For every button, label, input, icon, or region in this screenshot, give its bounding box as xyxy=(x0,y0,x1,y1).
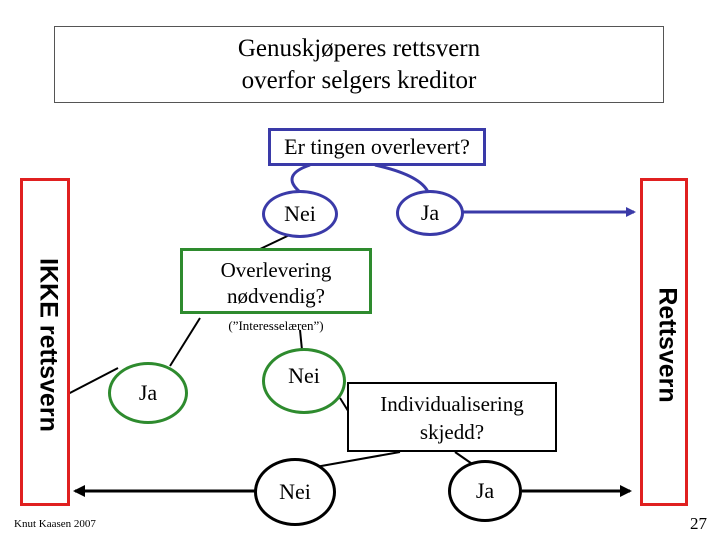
q2-ja-node: Ja xyxy=(108,362,188,424)
q2-nei-node: Nei xyxy=(262,348,346,414)
question2-box: Overlevering nødvendig? xyxy=(180,248,372,314)
link-q2-ja xyxy=(169,317,201,367)
ikke-rettsvern-label: IKKE rettsvern xyxy=(34,258,63,432)
link-q1-nei xyxy=(290,163,311,194)
page-number: 27 xyxy=(690,514,707,533)
link-q3-nei xyxy=(309,451,401,469)
title-line2: overfor selgers kreditor xyxy=(241,67,477,94)
title-line1: Genuskjøperes rettsvern xyxy=(237,35,481,62)
question3-line1: Individualisering xyxy=(380,392,524,416)
q3-ja-node: Ja xyxy=(448,460,522,522)
ikke-rettsvern-box: IKKE rettsvern xyxy=(20,178,70,506)
question3-box: Individualisering skjedd? xyxy=(347,382,557,452)
q1-nei-node: Nei xyxy=(262,190,338,238)
link-ja-to-ikke xyxy=(65,367,119,396)
title-box: Genuskjøperes rettsvern overfor selgers … xyxy=(54,26,664,103)
question2-line1: Overlevering xyxy=(220,258,332,282)
question2-note: (”Interesselæren”) xyxy=(228,318,324,333)
question3-line2: skjedd? xyxy=(419,420,485,444)
q3-nei-node: Nei xyxy=(254,458,336,526)
q1-ja-node: Ja xyxy=(396,190,464,236)
question2-line2: nødvendig? xyxy=(227,284,325,308)
author-credit: Knut Kaasen 2007 xyxy=(14,518,96,530)
link-q1-ja xyxy=(374,163,430,193)
question1-box: Er tingen overlevert? xyxy=(268,128,486,166)
rettsvern-box: Rettsvern xyxy=(640,178,688,506)
rettsvern-label: Rettsvern xyxy=(653,287,682,403)
